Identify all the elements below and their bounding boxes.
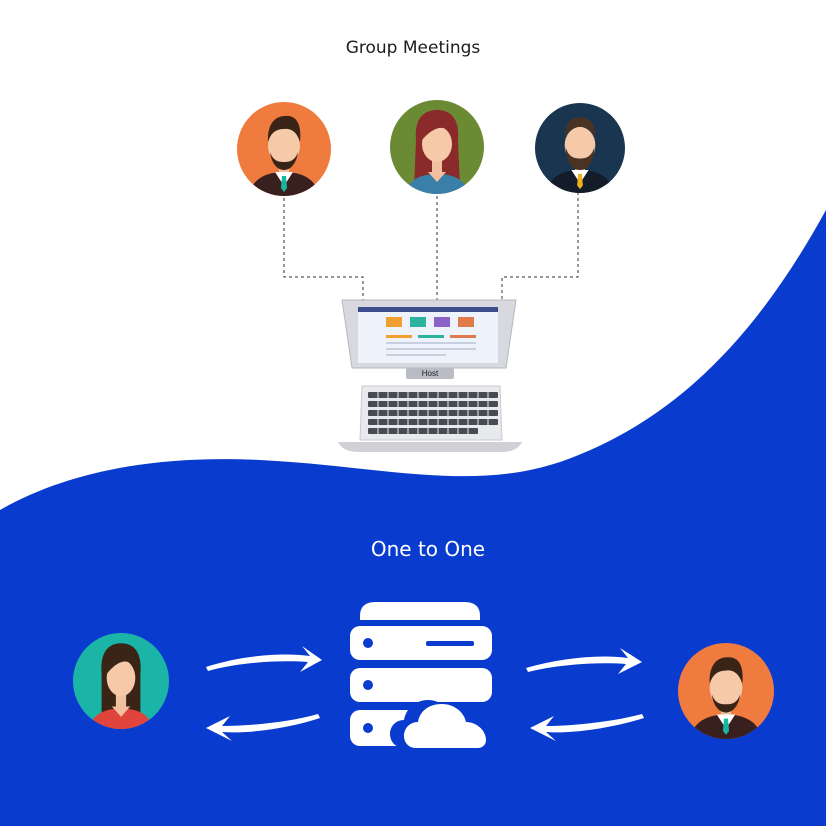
arrow-icon [206,714,320,741]
one-to-one-title: One to One [370,537,486,561]
group-meetings-title: Group Meetings [345,38,481,58]
laptop-icon [338,299,522,452]
arrow-icon [530,714,644,741]
woman-avatar-icon-left [73,633,169,729]
woman-avatar-icon [390,100,484,194]
man-beard-avatar-icon [535,103,625,193]
arrow-icon [526,648,642,674]
arrow-icon [206,646,322,672]
host-label: Host [421,369,439,378]
man-avatar-icon [237,102,331,196]
man-avatar-icon-right [678,643,774,739]
cloud-icon [404,704,486,748]
